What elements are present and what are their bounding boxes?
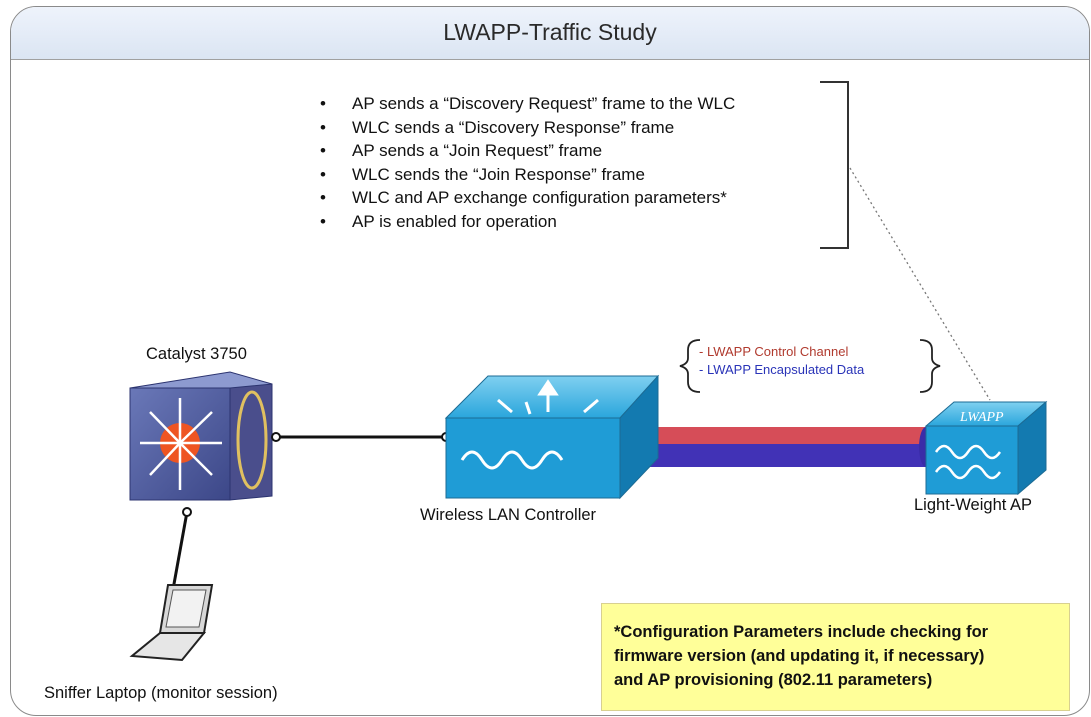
- access-point-icon: LWAPP: [924, 400, 1048, 496]
- control-channel-label: - LWAPP Control Channel: [699, 344, 849, 359]
- title-bar: LWAPP-Traffic Study: [11, 7, 1089, 60]
- lwapp-steps-list: AP sends a “Discovery Request” frame to …: [316, 92, 735, 233]
- diagram-title: LWAPP-Traffic Study: [443, 19, 657, 45]
- footnote-box: *Configuration Parameters include checki…: [601, 603, 1070, 711]
- channel-left-brace: [679, 339, 701, 393]
- channel-right-brace: [919, 339, 941, 393]
- switch-label: Catalyst 3750: [146, 345, 247, 363]
- list-item: WLC sends the “Join Response” frame: [316, 163, 735, 187]
- footnote-text: *Configuration Parameters include checki…: [614, 623, 989, 689]
- list-item: WLC sends a “Discovery Response” frame: [316, 116, 735, 140]
- list-item: AP is enabled for operation: [316, 210, 735, 234]
- callout-dotted-line: [849, 167, 991, 401]
- lwapp-tunnel: [628, 427, 933, 467]
- data-channel-label: - LWAPP Encapsulated Data: [699, 362, 865, 377]
- laptop-icon: [129, 584, 214, 662]
- catalyst-switch-icon: [129, 371, 273, 501]
- laptop-label: Sniffer Laptop (monitor session): [44, 684, 278, 702]
- list-item: AP sends a “Discovery Request” frame to …: [316, 92, 735, 116]
- controller-label: Wireless LAN Controller: [420, 506, 597, 524]
- ap-label: Light-Weight AP: [914, 496, 1033, 514]
- wlc-icon: [444, 374, 660, 500]
- list-item: AP sends a “Join Request” frame: [316, 139, 735, 163]
- ap-badge-text: LWAPP: [959, 410, 1004, 425]
- switch-laptop-link: [170, 511, 189, 596]
- steps-bracket: [820, 81, 849, 249]
- list-item: WLC and AP exchange configuration parame…: [316, 186, 735, 210]
- channel-legend: - LWAPP Control Channel - LWAPP Encapsul…: [699, 343, 864, 379]
